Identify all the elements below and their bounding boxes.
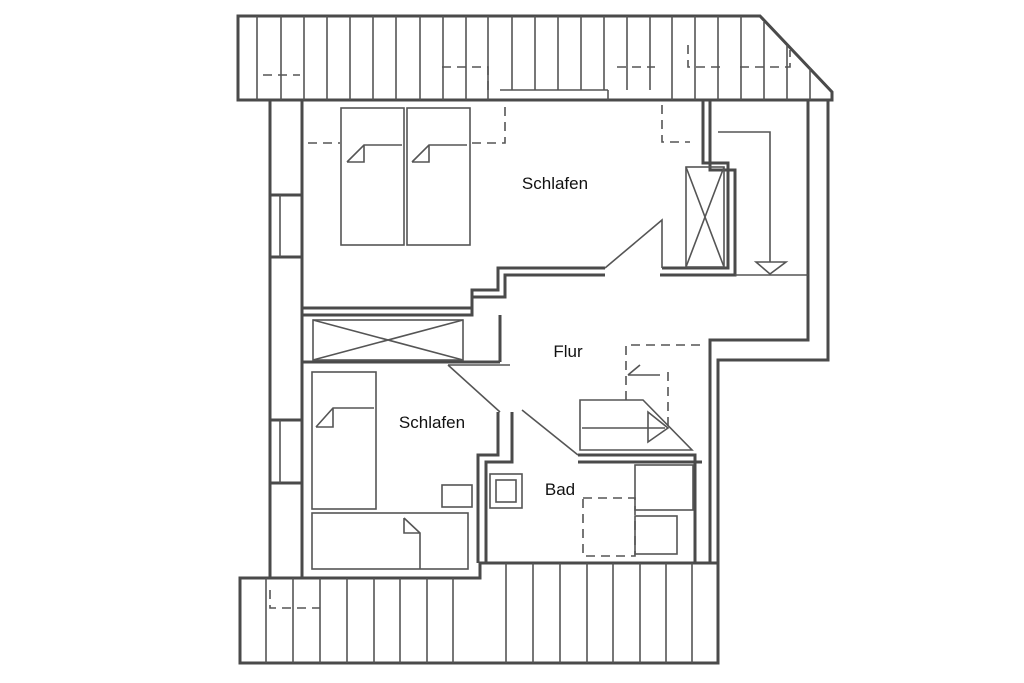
doors xyxy=(447,218,663,456)
wardrobe-top xyxy=(685,166,725,268)
room-label-bedroom-bottom: Schlafen xyxy=(399,413,465,432)
roof-top xyxy=(236,14,834,102)
bath-fixtures xyxy=(489,464,694,557)
room-label-bathroom: Bad xyxy=(545,480,575,499)
room-label-bedroom-top: Schlafen xyxy=(522,174,588,193)
roof-bottom xyxy=(238,561,720,665)
single-bed xyxy=(311,371,469,570)
double-bed xyxy=(340,107,471,246)
room-label-hallway: Flur xyxy=(553,342,583,361)
interior-walls xyxy=(302,100,808,563)
wardrobe-bottom xyxy=(312,319,464,361)
nightstand xyxy=(441,484,473,508)
exterior-walls xyxy=(268,100,830,578)
stair-arrow xyxy=(718,131,789,276)
hallway-stair xyxy=(579,344,700,451)
